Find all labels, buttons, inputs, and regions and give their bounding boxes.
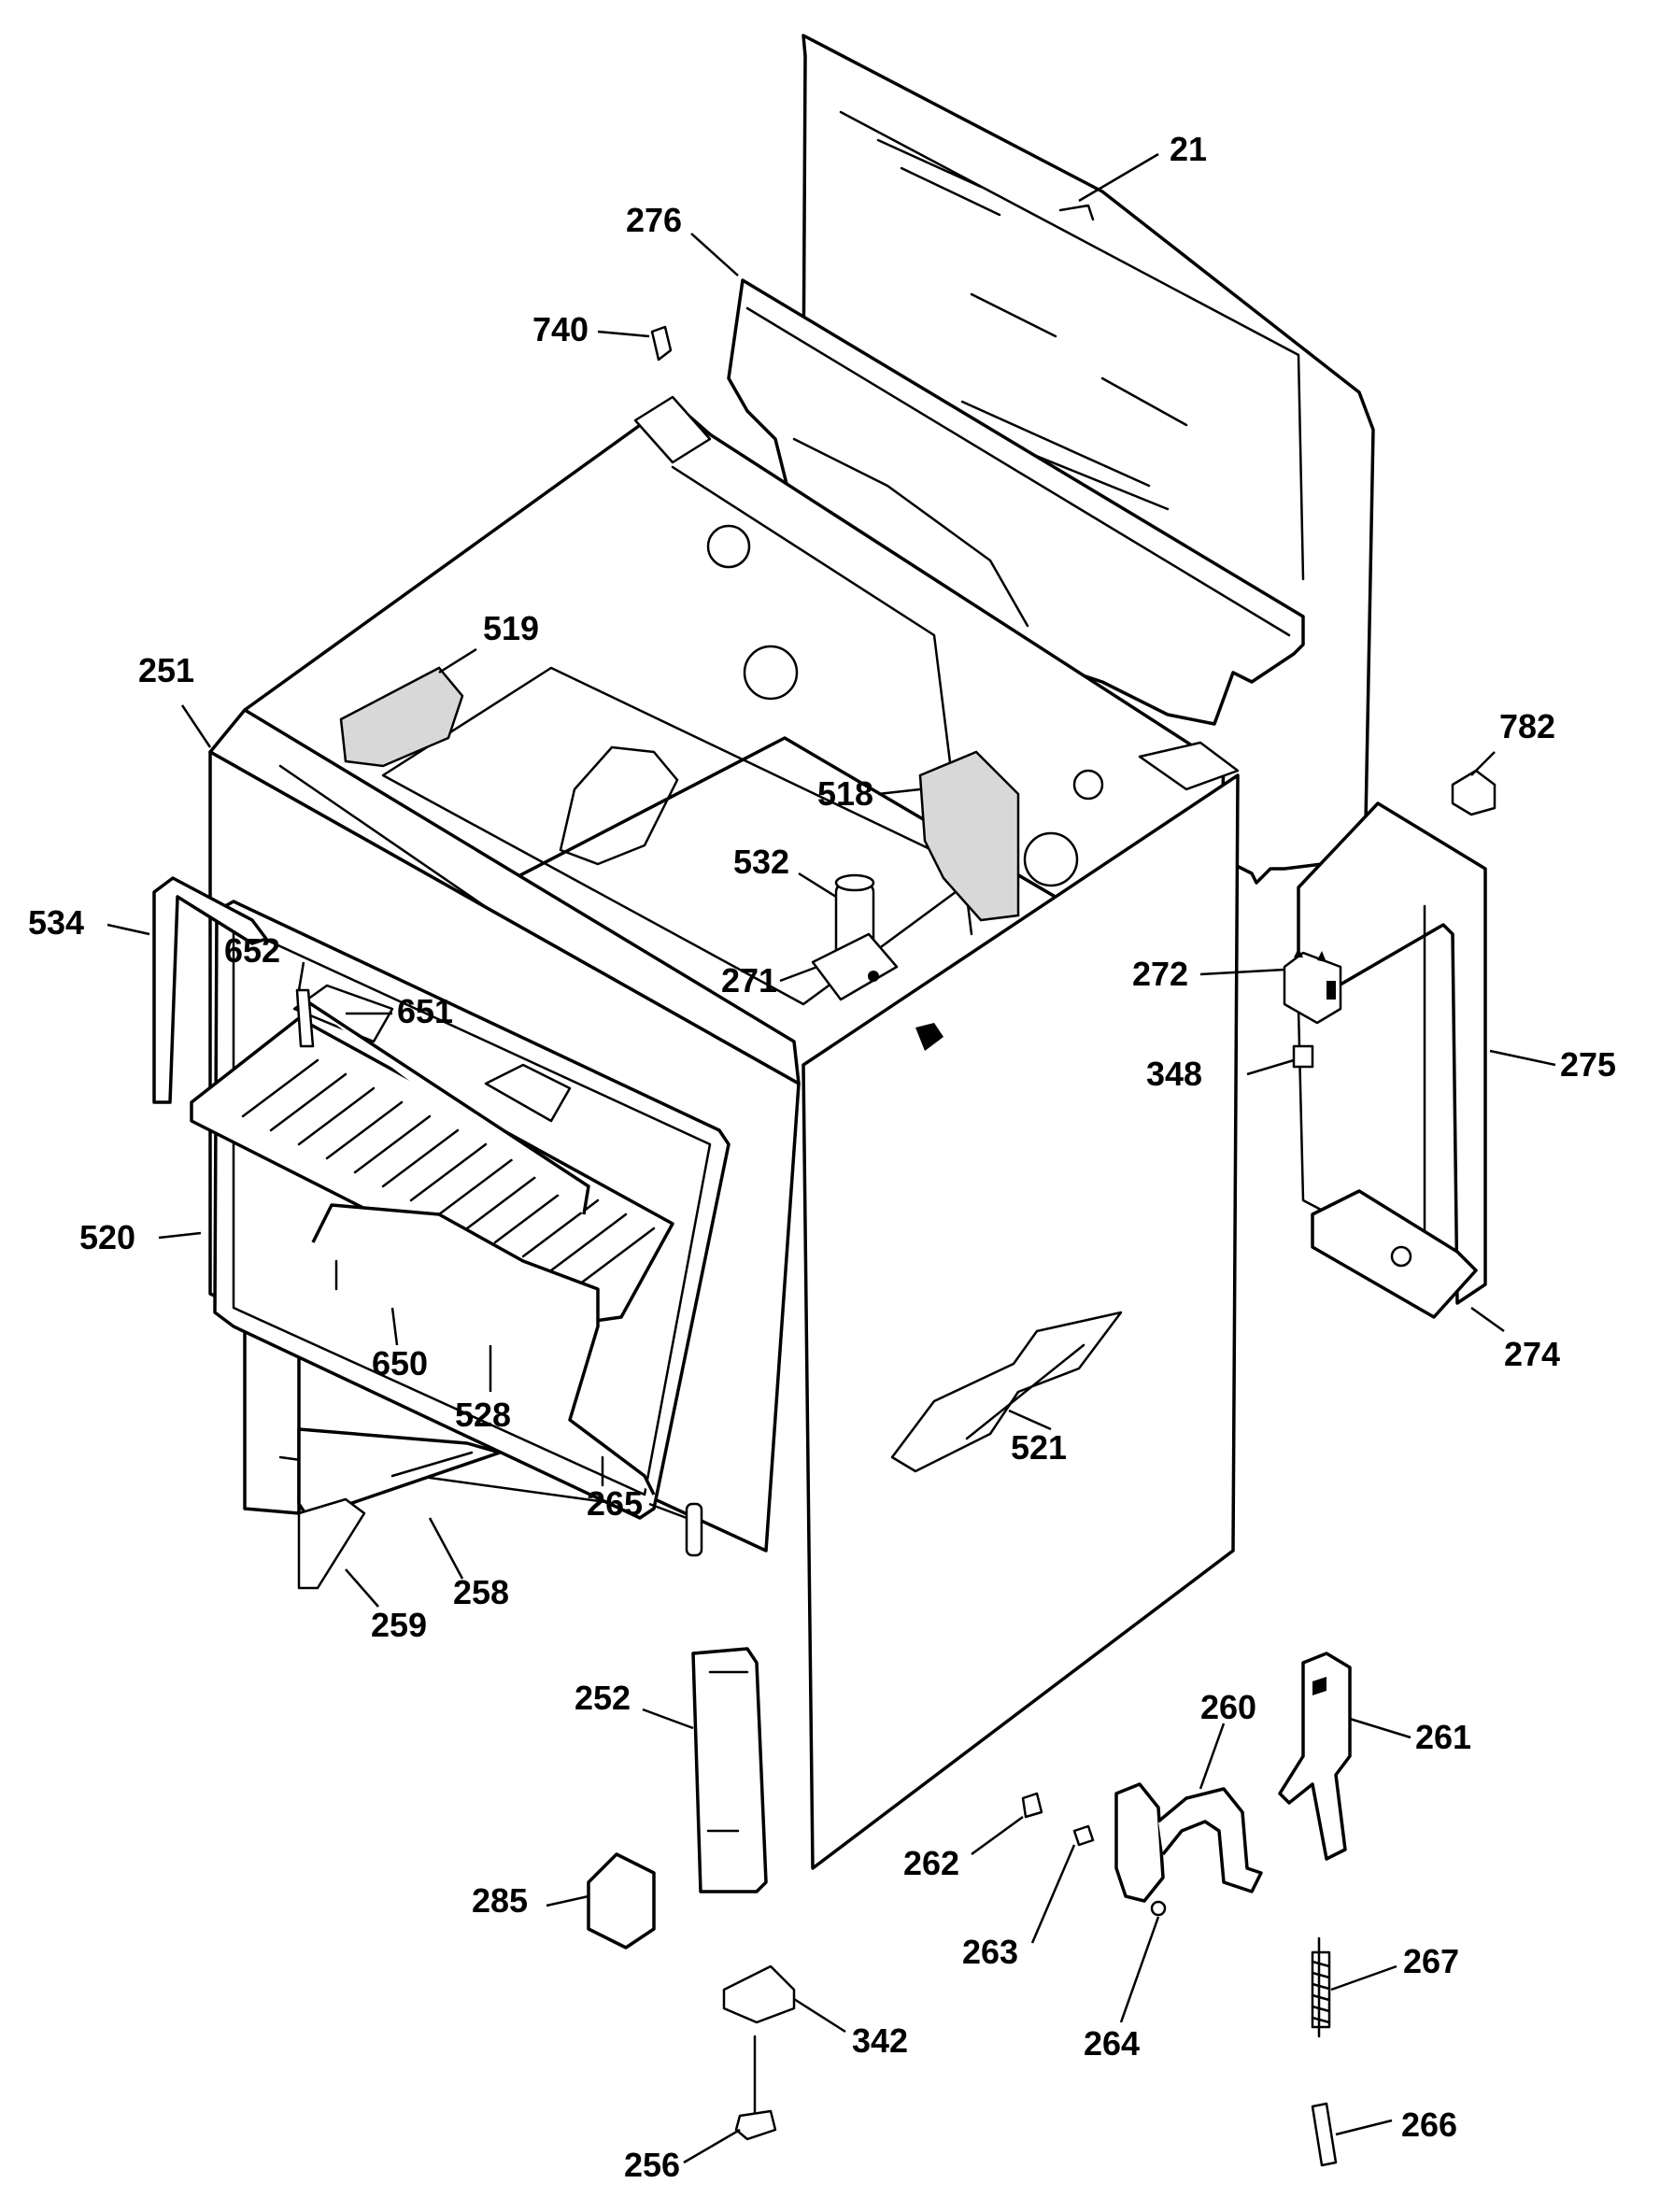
label-520: 520	[79, 1218, 135, 1256]
label-275: 275	[1560, 1045, 1616, 1084]
hinge-receiver-part-252	[691, 1647, 768, 1893]
drawer-glide-part-258	[297, 1427, 502, 1520]
sensor-bracket-part-271	[811, 932, 899, 1001]
leveling-bracket-part-342	[722, 1964, 796, 2024]
label-342: 342	[852, 2021, 908, 2060]
vent-baffle-shape	[559, 745, 679, 866]
label-272: 272	[1132, 955, 1188, 993]
broil-element-part-651	[292, 984, 590, 1215]
clip-part-262	[1021, 1792, 1043, 1819]
clip-part-348	[1292, 1044, 1314, 1069]
label-519: 519	[483, 609, 539, 647]
label-532: 532	[733, 843, 789, 881]
label-274: 274	[1504, 1335, 1560, 1373]
label-650: 650	[372, 1344, 428, 1382]
spring-part-267	[1311, 1936, 1331, 2038]
part-265	[685, 1502, 703, 1557]
insulation-part-519	[339, 666, 464, 768]
label-264: 264	[1084, 2024, 1140, 2063]
label-256: 256	[624, 2146, 680, 2184]
label-528: 528	[455, 1396, 511, 1434]
label-265: 265	[587, 1484, 643, 1523]
label-651: 651	[397, 992, 453, 1030]
label-267: 267	[1403, 1942, 1459, 1980]
label-782: 782	[1499, 707, 1555, 745]
label-285: 285	[472, 1881, 528, 1920]
label-534: 534	[28, 903, 84, 942]
label-258: 258	[453, 1573, 509, 1611]
label-259: 259	[371, 1606, 427, 1644]
label-252: 252	[575, 1679, 631, 1717]
label-271: 271	[721, 961, 777, 1000]
label-276: 276	[626, 201, 682, 239]
washer-part-264	[1150, 1900, 1167, 1917]
bottom-bracket-part-274	[1311, 1189, 1478, 1319]
clip-part-740	[650, 325, 673, 362]
pin-part-263	[1072, 1824, 1095, 1847]
label-348: 348	[1146, 1055, 1202, 1093]
label-21: 21	[1170, 130, 1207, 168]
label-740: 740	[532, 310, 589, 348]
leveling-leg-part-256	[734, 2035, 777, 2141]
label-262: 262	[903, 1844, 959, 1882]
label-266: 266	[1401, 2106, 1457, 2144]
label-521: 521	[1011, 1428, 1067, 1467]
label-263: 263	[962, 1933, 1018, 1971]
label-518: 518	[817, 774, 873, 813]
label-260: 260	[1200, 1688, 1256, 1726]
leader-lines	[106, 152, 1556, 2164]
label-251: 251	[138, 651, 194, 689]
bake-element-part-650	[311, 1203, 656, 1496]
part-labels: 21 276 740 519 251 782 518 532 534 272 2…	[28, 130, 1616, 2184]
switch-part-272	[1283, 948, 1342, 1025]
insulation-part-518	[918, 750, 1020, 922]
link-part-266	[1311, 2102, 1338, 2167]
label-652: 652	[224, 931, 280, 970]
connector-part-782	[1451, 769, 1497, 816]
door-trim-part-534	[152, 876, 268, 1104]
part-285	[587, 1852, 656, 1950]
label-261: 261	[1415, 1718, 1471, 1756]
hinge-part-261	[1278, 1652, 1352, 1861]
element-clip-part-652	[295, 988, 315, 1048]
hinge-arm-part-260	[1114, 1782, 1263, 1903]
glide-bracket-part-259	[297, 1497, 366, 1590]
